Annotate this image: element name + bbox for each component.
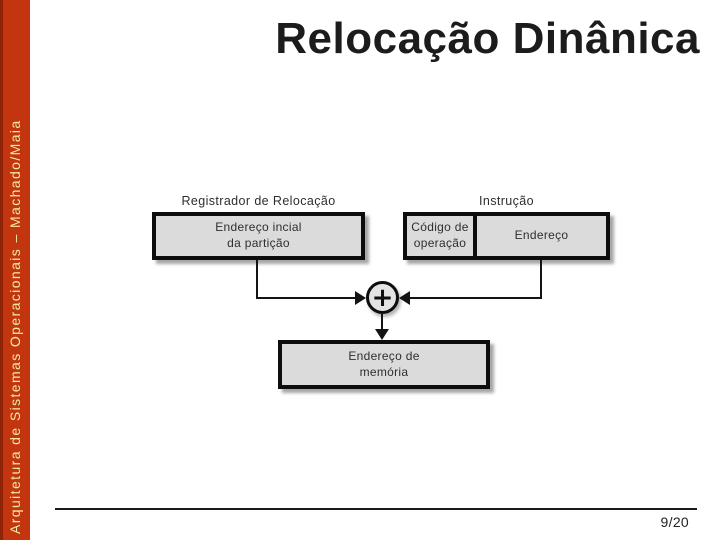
sidebar-bar: Arquitetura de Sistemas Operacionais – M… xyxy=(0,0,30,540)
instruction-box: Código de operação Endereço xyxy=(403,212,610,260)
adder-plus-icon: + xyxy=(366,281,399,314)
relocation-register-value: Endereço incial da partição xyxy=(215,220,302,250)
instruction-label: Instrução xyxy=(478,194,535,208)
address-cell: Endereço xyxy=(514,228,569,243)
page-number: 9/20 xyxy=(660,514,689,530)
footer-divider xyxy=(55,508,697,510)
connector-instruction-vertical xyxy=(540,260,542,299)
page-title: Relocação Dinânica xyxy=(275,14,700,63)
relocation-register-box: Endereço incial da partição xyxy=(152,212,365,260)
connector-instruction-horizontal xyxy=(410,297,542,299)
arrow-left-icon xyxy=(399,291,410,305)
memory-address-value: Endereço de memória xyxy=(348,348,420,379)
connector-register-horizontal xyxy=(256,297,355,299)
sidebar-book-title: Arquitetura de Sistemas Operacionais – M… xyxy=(7,119,23,534)
arrow-right-icon xyxy=(355,291,366,305)
connector-adder-vertical xyxy=(381,313,383,330)
memory-address-box: Endereço de memória xyxy=(278,340,490,389)
arrow-down-icon xyxy=(375,329,389,340)
relocation-register-label: Registrador de Relocação xyxy=(181,194,336,208)
opcode-cell: Código de operação xyxy=(407,216,477,256)
connector-register-vertical xyxy=(256,260,258,299)
